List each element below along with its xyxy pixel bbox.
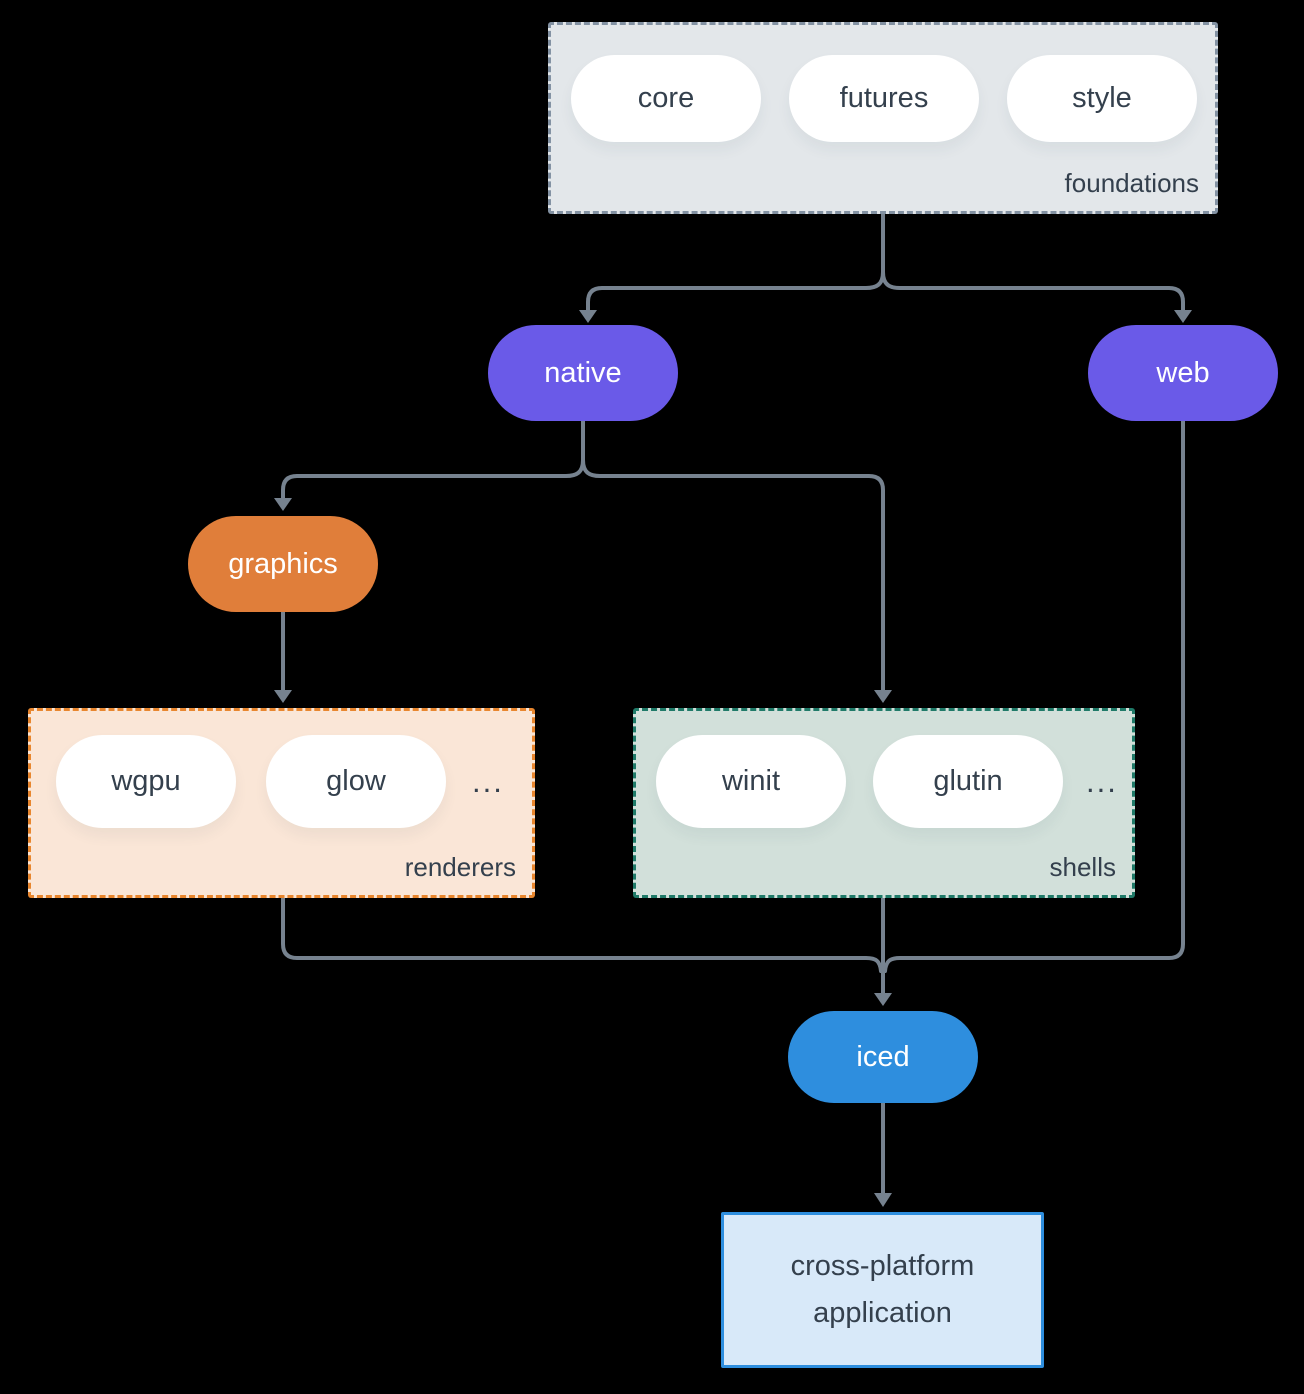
renderers-group: wgpu glow ... renderers: [28, 708, 535, 898]
arrowhead-application: [874, 1193, 892, 1207]
node-glow: glow: [266, 735, 446, 828]
node-web: web: [1088, 325, 1278, 421]
arrowhead-graphics: [274, 498, 292, 511]
arrowhead-shells: [874, 690, 892, 703]
foundations-pill-row: core futures style: [551, 25, 1215, 142]
foundations-group-label: foundations: [1064, 168, 1199, 198]
edge-native-shells: [581, 458, 885, 693]
edge-foundations-native: [586, 212, 885, 313]
node-native: native: [488, 325, 678, 421]
renderers-ellipsis: ...: [472, 763, 504, 799]
node-style: style: [1007, 55, 1197, 142]
node-winit: winit: [656, 735, 846, 828]
renderers-group-label: renderers: [404, 852, 516, 882]
edge-native-graphics: [281, 419, 585, 501]
node-graphics: graphics: [188, 516, 378, 612]
edge-foundations-web: [881, 270, 1185, 313]
node-glutin: glutin: [873, 735, 1063, 828]
arrowhead-web: [1174, 310, 1192, 323]
node-futures: futures: [789, 55, 979, 142]
edge-web-iced: [883, 419, 1185, 973]
shells-ellipsis: ...: [1086, 763, 1118, 799]
shells-pill-row: winit glutin ...: [636, 711, 1132, 828]
arrowhead-iced: [874, 993, 892, 1006]
cross-platform-application-box: cross-platform application: [721, 1212, 1044, 1368]
node-core: core: [571, 55, 761, 142]
arrowhead-renderers: [274, 690, 292, 703]
edge-renderers-iced: [281, 896, 883, 973]
arrowhead-native: [579, 310, 597, 323]
node-wgpu: wgpu: [56, 735, 236, 828]
node-iced: iced: [788, 1011, 978, 1103]
foundations-group: core futures style foundations: [548, 22, 1218, 214]
shells-group-label: shells: [1049, 852, 1116, 882]
shells-group: winit glutin ... shells: [633, 708, 1135, 898]
renderers-pill-row: wgpu glow ...: [31, 711, 532, 828]
